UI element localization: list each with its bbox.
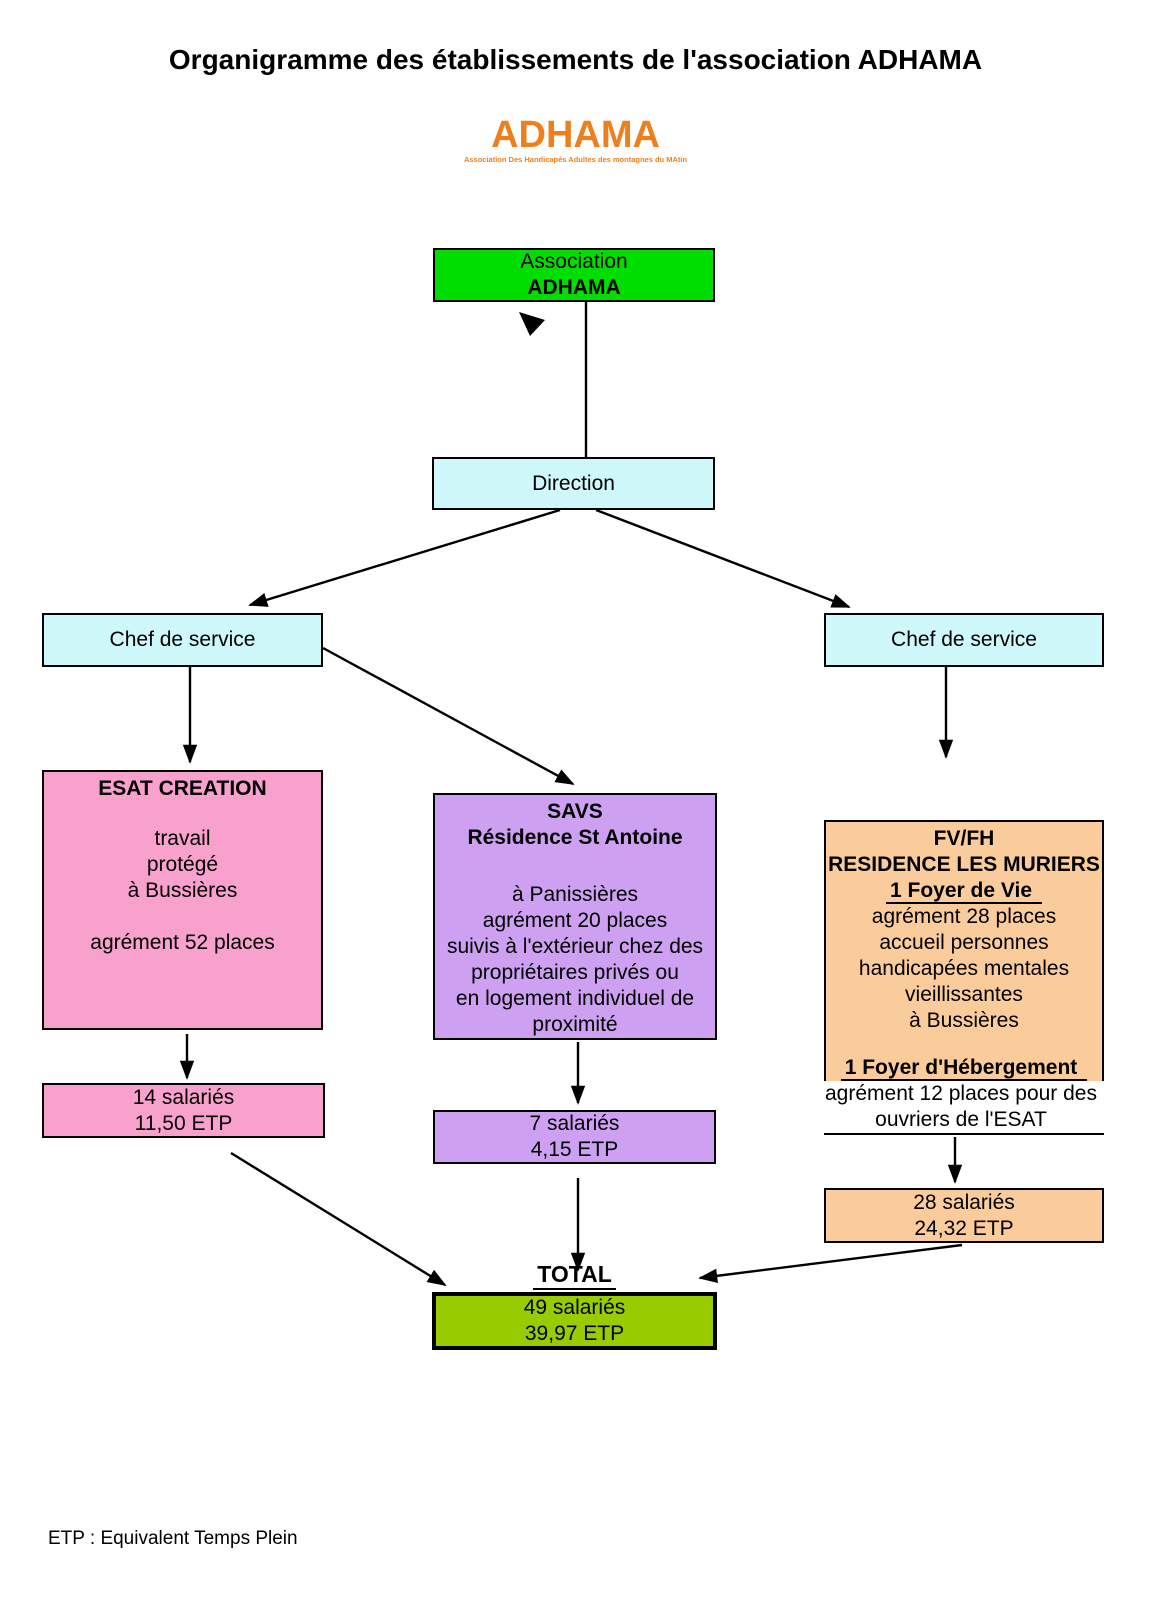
esat-line: travail <box>154 827 211 850</box>
fvfh-subtitle-foyer-de-vie: 1 Foyer de Vie <box>885 878 1043 904</box>
node-total: 49 salariés 39,97 ETP <box>432 1292 717 1350</box>
staff-esat-count: 14 salariés <box>132 1085 235 1109</box>
fvfh-title1: FV/FH <box>933 827 995 850</box>
savs-line: agrément 20 places <box>482 909 668 932</box>
savs-line: proximité <box>532 1013 618 1036</box>
fvfh-line: vieillissantes <box>905 983 1023 1006</box>
savs-line: à Panissières <box>511 883 639 906</box>
staff-fvfh-etp: 24,32 ETP <box>914 1216 1014 1240</box>
page-title: Organigramme des établissements de l'ass… <box>168 44 983 75</box>
arrow-chef-left-to-savs <box>322 646 575 786</box>
savs-title2: Résidence St Antoine <box>467 826 683 849</box>
esat-line: agrément 52 places <box>90 931 275 954</box>
footer-note: ETP : Equivalent Temps Plein <box>48 1528 298 1549</box>
node-savs: SAVS Résidence St Antoine à Panissières … <box>433 793 717 1040</box>
staff-savs-count: 7 salariés <box>529 1112 620 1135</box>
savs-line: propriétaires privés ou <box>471 961 679 984</box>
fvfh-line: accueil personnes <box>879 931 1049 954</box>
fvfh-line: agrément 28 places <box>871 905 1057 928</box>
total-label: TOTAL <box>432 1261 717 1290</box>
total-count: 49 salariés <box>523 1296 626 1319</box>
arrow-staff-fvfh-to-total <box>698 1243 963 1283</box>
staff-savs-etp: 4,15 ETP <box>530 1138 619 1161</box>
logo-wordmark: ADHAMA <box>491 114 660 156</box>
node-association: Association ADHAMA <box>433 248 715 302</box>
savs-line: en logement individuel de <box>455 987 695 1010</box>
savs-title1: SAVS <box>547 800 603 823</box>
fvfh-title2: RESIDENCE LES MURIERS <box>828 853 1100 876</box>
node-chef-service-left: Chef de service <box>42 613 323 667</box>
fvfh-subtitle-foyer-hebergement: 1 Foyer d'Hébergement <box>840 1055 1088 1081</box>
savs-line: suivis à l'extérieur chez des <box>446 935 704 958</box>
node-chef-service-right: Chef de service <box>824 613 1104 667</box>
direction-label: Direction <box>532 471 615 495</box>
up-left-arrowhead <box>519 312 545 336</box>
arrow-staff-esat-to-total <box>230 1151 447 1287</box>
logo-tagline: Association Des Handicapés Adultes des m… <box>463 155 688 164</box>
node-direction: Direction <box>432 457 715 510</box>
fvfh-line: à Bussières <box>909 1009 1019 1032</box>
chef-right-label: Chef de service <box>891 628 1037 651</box>
node-esat: ESAT CREATION travail protégé à Bussière… <box>42 770 323 1030</box>
arrow-direction-to-chef-right <box>595 508 851 609</box>
fvfh-line: handicapées mentales <box>858 957 1070 980</box>
association-line2: ADHAMA <box>527 276 621 299</box>
chef-left-label: Chef de service <box>109 628 256 651</box>
esat-line: à Bussières <box>127 879 238 902</box>
esat-line: protégé <box>146 853 219 876</box>
total-etp: 39,97 ETP <box>524 1322 625 1345</box>
node-fvfh: FV/FH RESIDENCE LES MURIERS 1 Foyer de V… <box>817 820 1105 1135</box>
staff-esat-etp: 11,50 ETP <box>134 1111 233 1135</box>
node-staff-esat: 14 salariés 11,50 ETP <box>42 1083 325 1138</box>
logo: ADHAMA Association Des Handicapés Adulte… <box>0 116 1151 164</box>
node-staff-fvfh: 28 salariés 24,32 ETP <box>824 1188 1104 1243</box>
arrow-direction-to-chef-left <box>248 508 561 607</box>
staff-fvfh-count: 28 salariés <box>913 1190 1015 1214</box>
association-line1: Association <box>520 250 628 273</box>
node-staff-savs: 7 salariés 4,15 ETP <box>433 1110 716 1164</box>
fvfh-line: ouvriers de l'ESAT <box>817 1107 1105 1133</box>
esat-title: ESAT CREATION <box>98 777 267 800</box>
fvfh-line: agrément 12 places pour des <box>817 1081 1105 1107</box>
